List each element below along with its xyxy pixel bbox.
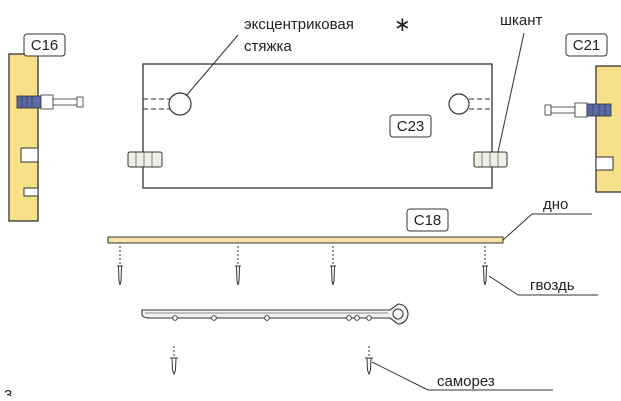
- dowel-label: шкант: [500, 12, 543, 29]
- center-part-label: С23: [397, 118, 425, 135]
- nail-label: гвоздь: [530, 277, 575, 294]
- left-side-panel: [8, 53, 39, 222]
- center-panel: [142, 63, 493, 189]
- eccentric-label-line2: стяжка: [244, 38, 292, 55]
- left-dowel: [127, 151, 163, 168]
- nail-4: [482, 246, 488, 286]
- left-part-label: С16: [31, 37, 59, 54]
- eccentric-callout: эксцентриковая ∗ стяжка: [185, 14, 411, 97]
- right-dowel: [473, 151, 508, 168]
- screw-2: [365, 346, 373, 376]
- nail-3: [330, 246, 336, 286]
- nail-callout: гвоздь: [488, 275, 598, 296]
- right-part-label: С21: [573, 37, 601, 54]
- left-eccentric-fastener: [16, 94, 84, 110]
- corner-fragment: 3: [4, 387, 12, 396]
- nails: [117, 246, 488, 286]
- nail-1: [117, 246, 123, 286]
- center-part-tag: С23: [389, 114, 432, 138]
- screw-label: саморез: [437, 373, 495, 390]
- left-part-tag: С16: [23, 33, 66, 57]
- drawer-runner: [141, 303, 409, 325]
- eccentric-label-line1: эксцентриковая: [244, 16, 354, 33]
- right-part-tag: С21: [565, 33, 608, 57]
- screws: [170, 346, 373, 376]
- dowel-callout: шкант: [497, 12, 543, 153]
- bottom-part-tag: С18: [406, 208, 449, 232]
- right-eccentric-fastener: [544, 102, 612, 118]
- eccentric-asterisk: ∗: [394, 14, 411, 36]
- bottom-part-label: С18: [414, 212, 442, 229]
- bottom-label: дно: [543, 196, 568, 213]
- bottom-board: [107, 236, 504, 244]
- bottom-callout: дно: [502, 196, 592, 241]
- nail-2: [235, 246, 241, 286]
- right-side-panel: [595, 65, 621, 193]
- screw-1: [170, 346, 178, 376]
- screw-callout: саморез: [371, 361, 553, 391]
